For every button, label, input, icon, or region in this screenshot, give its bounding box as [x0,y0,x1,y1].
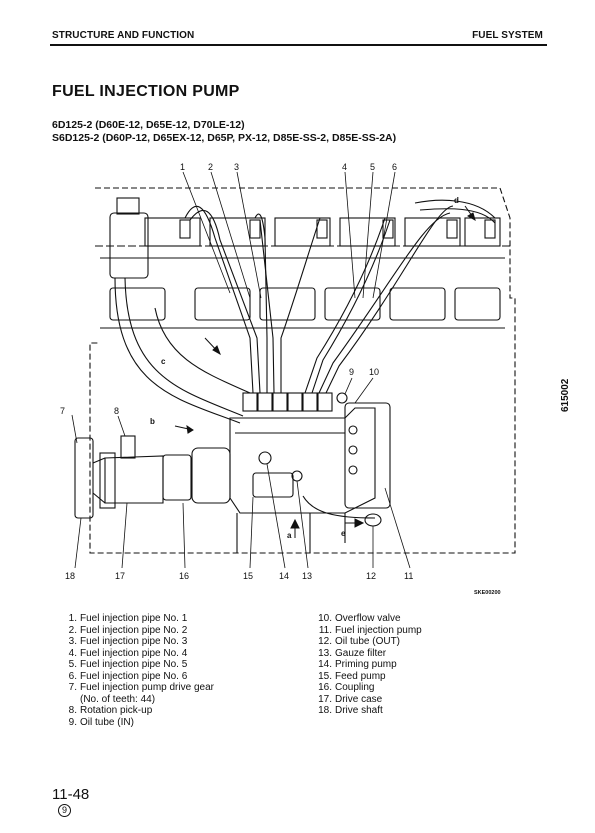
callout-14: 14 [279,571,289,581]
feed-pump [252,472,294,498]
callout-3: 3 [234,162,239,172]
callout-1: 1 [180,162,185,172]
legend-item: 5.Fuel injection pipe No. 5 [68,659,188,670]
callout-11: 11 [404,571,413,581]
legend-item: 1.Fuel injection pipe No. 1 [68,613,188,624]
callout-17: 17 [115,571,125,581]
injection-pipes-left [184,205,321,394]
header-rule [50,44,547,46]
drive-gear [74,437,94,519]
delivery-valves [242,392,333,412]
flow-label-d: d [454,196,459,205]
flow-label-c: c [161,357,166,366]
callout-5: 5 [370,162,375,172]
header-chapter: FUEL SYSTEM [472,30,543,41]
legend-item: 16.Coupling [318,682,375,693]
revision-mark: 9 [58,804,71,817]
legend-left: 1.Fuel injection pipe No. 1 2.Fuel injec… [62,613,214,728]
legend-item: 18.Drive shaft [318,705,383,716]
legend-item: 8.Rotation pick-up [68,705,153,716]
callout-8: 8 [114,406,119,416]
callout-12: 12 [366,571,376,581]
model-list: 6D125-2 (D60E-12, D65E-12, D70LE-12) S6D… [52,119,396,145]
figure-code: SKE00200 [474,590,501,596]
injection-pipes-right [304,199,496,394]
rotation-pickup [120,435,136,459]
legend-item: 15.Feed pump [318,670,386,682]
legend-item: 3.Fuel injection pipe No. 3 [68,636,188,647]
fuel-filter [109,212,149,279]
header-section: STRUCTURE AND FUNCTION [52,30,195,41]
flow-label-e: e [341,529,346,538]
legend-item: 4.Fuel injection pipe No. 4 [68,647,188,659]
callout-7: 7 [60,406,65,416]
drive-case [104,455,164,504]
model-line-2: S6D125-2 (D60P-12, D65EX-12, D65P, PX-12… [52,132,397,144]
oil-tube-out [302,495,376,519]
model-line-1: 6D125-2 (D60E-12, D65E-12, D70LE-12) [52,119,245,131]
engine-block-outline [89,187,516,554]
callout-9: 9 [349,367,354,377]
legend-item: 10.Overflow valve [318,613,401,624]
injection-pump-body [229,407,376,514]
legend-item: 11.Fuel injection pump [318,624,422,636]
legend-right: 10.Overflow valve 11.Fuel injection pump… [317,613,422,717]
fuel-injection-pump-diagram: 1 2 3 4 5 6 9 10 7 8 18 17 16 15 14 13 1… [60,162,516,581]
callout-labels: 1 2 3 4 5 6 9 10 7 8 18 17 16 15 14 13 1… [60,162,413,581]
legend-item: 14.Priming pump [318,659,397,670]
flow-label-a: a [287,531,292,540]
side-code: 615002 [560,378,571,412]
legend-item: 9.Oil tube (IN) [68,716,134,728]
legend-item: 13.Gauze filter [318,647,387,659]
callout-13: 13 [302,571,312,581]
callout-2: 2 [208,162,213,172]
flow-label-b: b [150,417,155,426]
page-title: FUEL INJECTION PUMP [52,83,240,100]
injector-nozzles [179,219,496,239]
callout-6: 6 [392,162,397,172]
legend-item: 7.Fuel injection pump drive gear(No. of … [68,682,214,705]
oil-tube-in [114,277,241,424]
priming-pump [258,451,272,465]
legend-item: 2.Fuel injection pipe No. 2 [68,624,188,636]
callout-10: 10 [369,367,379,377]
coupling [191,447,231,504]
page-number: 11-48 [52,786,90,803]
overflow-valve [336,392,348,404]
legend-item: 6.Fuel injection pipe No. 6 [68,670,188,682]
callout-18: 18 [65,571,75,581]
governor-housing [344,402,391,509]
legend-item: 12.Oil tube (OUT) [318,636,401,647]
callout-4: 4 [342,162,347,172]
legend-item: 17.Drive case [318,693,383,705]
callout-15: 15 [243,571,253,581]
manifold-ports [100,287,505,329]
flow-labels: a b c d e [150,196,459,540]
callout-16: 16 [179,571,189,581]
